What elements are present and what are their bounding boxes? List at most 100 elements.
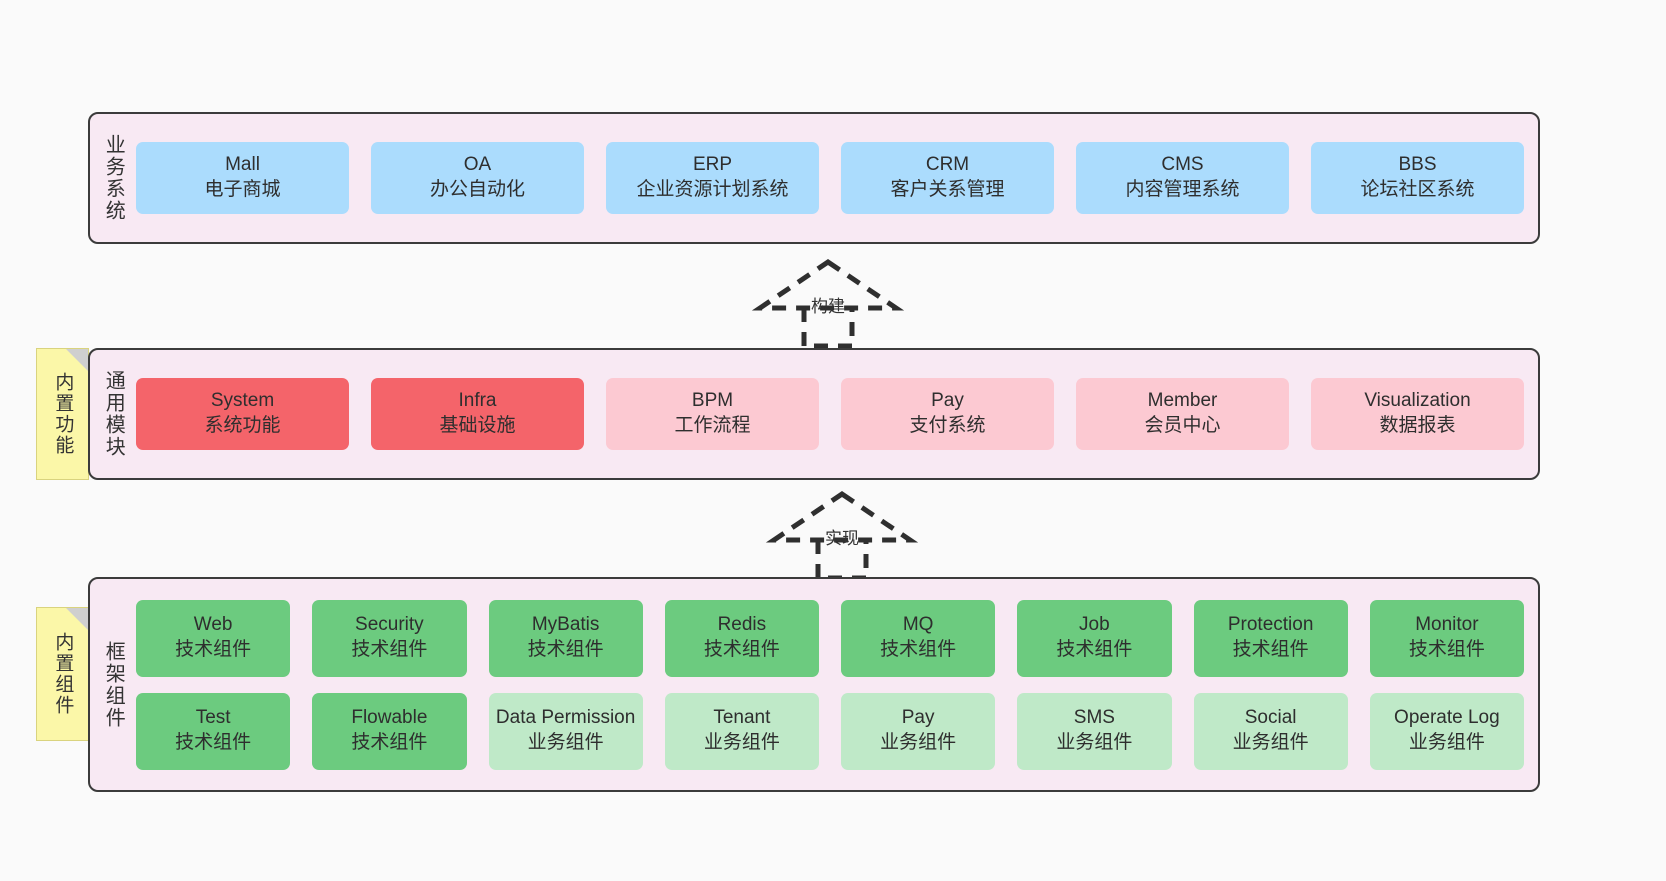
note-builtin-components-label: 内置组件	[52, 632, 74, 716]
connector-build: 构建	[748, 256, 908, 352]
component-card-desc: 技术组件	[1056, 639, 1133, 660]
component-card-name: Redis	[717, 614, 767, 636]
component-card[interactable]: BPM 工作流程	[606, 378, 819, 450]
component-card-desc: 业务组件	[880, 732, 957, 753]
component-card-name: ERP	[692, 154, 733, 176]
component-card-name: Security	[355, 614, 424, 636]
note-fold-corner-icon	[66, 349, 88, 371]
component-card[interactable]: BBS 论坛社区系统	[1311, 142, 1524, 214]
layer-common-modules: 通用模块 System 系统功能 Infra 基础设施 BPM 工作流程 Pay 支付系统 Me…	[88, 348, 1540, 480]
component-card-desc: 技术组件	[880, 639, 957, 660]
connector-stem	[801, 308, 855, 349]
component-card-name: CMS	[1161, 154, 1204, 176]
component-card-desc: 系统功能	[204, 415, 281, 436]
component-card[interactable]: OA 办公自动化	[371, 142, 584, 214]
component-card-name: OA	[463, 154, 492, 176]
component-card[interactable]: Protection 技术组件	[1193, 599, 1348, 677]
component-card-name: Social	[1244, 707, 1297, 729]
component-card-desc: 技术组件	[175, 732, 252, 753]
component-card-name: Tenant	[713, 707, 771, 729]
component-card-desc: 基础设施	[439, 415, 516, 436]
component-card[interactable]: Job 技术组件	[1017, 599, 1172, 677]
component-card[interactable]: Infra 基础设施	[371, 378, 584, 450]
component-card-name: Infra	[458, 390, 497, 412]
component-card[interactable]: Monitor 技术组件	[1369, 599, 1524, 677]
component-card-name: Protection	[1227, 614, 1314, 636]
component-card[interactable]: CRM 客户关系管理	[841, 142, 1054, 214]
component-card-desc: 业务组件	[1232, 732, 1309, 753]
component-card-desc: 业务组件	[703, 732, 780, 753]
component-card-desc: 业务组件	[527, 732, 604, 753]
layer-business-systems-label: 业务系统	[102, 134, 125, 222]
component-card[interactable]: Pay 支付系统	[841, 378, 1054, 450]
component-card[interactable]: Test 技术组件	[136, 692, 291, 770]
component-card-name: Monitor	[1415, 614, 1479, 636]
generalization-triangle	[751, 258, 905, 311]
component-card-name: Flowable	[351, 707, 428, 729]
component-card-name: Pay	[931, 390, 964, 412]
component-card-name: Visualization	[1364, 390, 1471, 412]
component-card[interactable]: Operate Log 业务组件	[1369, 692, 1524, 770]
note-builtin-functions-label: 内置功能	[52, 372, 74, 456]
component-card-name: Job	[1079, 614, 1110, 636]
component-card[interactable]: System 系统功能	[136, 378, 349, 450]
component-card-name: BBS	[1398, 154, 1437, 176]
component-card[interactable]: Social 业务组件	[1193, 692, 1348, 770]
component-card-desc: 技术组件	[1408, 639, 1485, 660]
component-card-desc: 支付系统	[909, 415, 986, 436]
component-card-desc: 会员中心	[1144, 415, 1221, 436]
note-fold-corner-icon	[66, 608, 88, 630]
component-card-name: Mall	[225, 154, 260, 176]
component-card-desc: 数据报表	[1379, 415, 1456, 436]
component-card-desc: 技术组件	[175, 639, 252, 660]
layer-framework-components-label: 框架组件	[102, 640, 125, 729]
component-card[interactable]: Flowable 技术组件	[312, 692, 467, 770]
component-card-desc: 业务组件	[1056, 732, 1133, 753]
component-card-desc: 办公自动化	[429, 179, 525, 200]
component-card-name: Test	[195, 707, 231, 729]
component-card-desc: 技术组件	[527, 639, 604, 660]
component-card-desc: 论坛社区系统	[1360, 179, 1475, 200]
component-card[interactable]: MyBatis 技术组件	[488, 599, 643, 677]
component-card[interactable]: Redis 技术组件	[664, 599, 819, 677]
component-card-desc: 工作流程	[674, 415, 751, 436]
note-builtin-components: 内置组件	[36, 607, 89, 741]
component-card-name: Operate Log	[1394, 707, 1500, 729]
layer-common-modules-label: 通用模块	[102, 370, 125, 458]
component-card-desc: 技术组件	[351, 732, 428, 753]
component-card-name: MyBatis	[531, 614, 600, 636]
component-card-desc: 企业资源计划系统	[636, 179, 789, 200]
component-card[interactable]: Visualization 数据报表	[1311, 378, 1524, 450]
component-card-desc: 客户关系管理	[890, 179, 1005, 200]
component-card[interactable]: CMS 内容管理系统	[1076, 142, 1289, 214]
component-card-name: CRM	[925, 154, 970, 176]
component-card-desc: 技术组件	[1232, 639, 1309, 660]
component-card-desc: 技术组件	[351, 639, 428, 660]
component-card-name: System	[210, 390, 275, 412]
component-card[interactable]: ERP 企业资源计划系统	[606, 142, 819, 214]
component-card-name: BPM	[691, 390, 734, 412]
component-card-desc: 业务组件	[1408, 732, 1485, 753]
component-card[interactable]: Security 技术组件	[312, 599, 467, 677]
connector-stem	[815, 540, 869, 581]
component-card-desc: 技术组件	[703, 639, 780, 660]
component-card[interactable]: Tenant 业务组件	[664, 692, 819, 770]
component-card-desc: 内容管理系统	[1125, 179, 1240, 200]
